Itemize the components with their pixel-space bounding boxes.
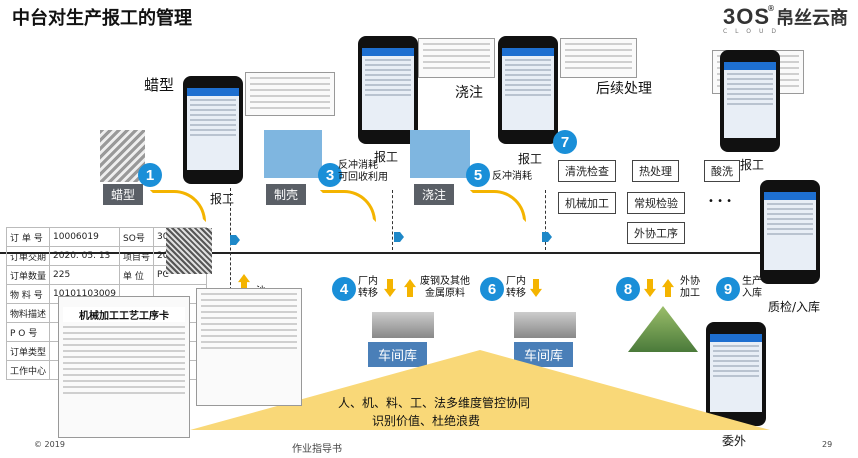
doc-label: 作业指导书 [292,444,342,455]
outsource-label: 委外 [722,434,747,448]
center-text-line2: 识别价值、杜绝浪费 [372,414,481,428]
step-note: 反冲消耗 可回收利用 [338,160,388,183]
wax-pattern-image [100,130,145,182]
logo-cn: 帛丝云商 [776,8,848,29]
process-box: 清洗检查 [558,160,616,182]
casting-image [410,130,470,178]
process-box: 酸洗 [704,160,740,182]
warehouse-image [372,312,434,338]
report-form [418,38,495,78]
step-title: 蜡型 [144,76,175,94]
up-arrow-icon [662,279,674,297]
step-number: 7 [553,130,577,154]
report-label: 报工 [740,158,765,172]
ellipsis: • • • [708,196,733,207]
page-title: 中台对生产报工的管理 [12,8,192,29]
step-number: 6 [480,277,504,301]
step-number: 1 [138,163,162,187]
step-number: 4 [332,277,356,301]
card-title: 机械加工工艺工序卡 [63,307,185,322]
flow-curve [320,190,376,222]
flow-curve [150,190,206,222]
report-form [245,72,335,116]
report-label: 报工 [374,150,399,164]
step-number: 5 [466,163,490,187]
down-arrow-icon [644,279,656,297]
phone-mockup [183,76,243,184]
down-arrow-icon [384,279,396,297]
transfer-label: 厂内 转移 [358,276,378,299]
transfer-label: 外协 加工 [680,276,700,299]
transfer-label: 厂内 转移 [506,276,526,299]
phone-mockup [498,36,558,144]
logo-reg: ® [766,4,775,13]
step-number: 3 [318,163,342,187]
center-text-line1: 人、机、料、工、法多维度管控协同 [338,396,531,410]
copyright: © 2019 [34,440,65,449]
warehouse-image [514,312,576,338]
step-number: 8 [616,277,640,301]
phone-mockup [706,322,766,426]
process-box: 外协工序 [627,222,685,244]
shell-image [264,130,322,178]
page-number: 29 [822,440,833,449]
step-label: 制壳 [266,184,307,205]
logo-mark: 3OS [722,4,770,29]
process-card-back [196,288,302,406]
timeline-marker [394,232,404,242]
dash-line [392,190,393,250]
process-box: 机械加工 [558,192,616,214]
step-label: 浇注 [414,184,455,205]
timeline-marker [542,232,552,242]
qr-code-icon [166,228,212,274]
factory-image [628,306,698,352]
phone-mockup [358,36,418,144]
warehouse-label: 车间库 [368,342,428,367]
report-label: 报工 [210,192,235,206]
transfer-side: 废钢及其他 金属原料 [420,276,470,299]
inspect-label: 质检/入库 [768,300,821,314]
step-title: 后续处理 [596,81,652,97]
transfer-label: 生产 入库 [742,276,762,299]
down-arrow-icon [530,279,542,297]
report-form [560,38,637,78]
process-card: 机械加工工艺工序卡 [58,296,190,438]
flow-curve [470,190,526,222]
phone-mockup [760,180,820,284]
step-label: 蜡型 [103,184,144,205]
process-box: 热处理 [632,160,679,182]
report-label: 报工 [518,152,543,166]
logo-sub: CLOUD [722,28,785,35]
timeline-marker [230,235,240,245]
dash-line [545,190,546,250]
brand-logo: 3OS ® 帛丝云商 CLOUD [722,4,848,35]
phone-mockup [720,50,780,152]
step-number: 9 [716,277,740,301]
step-note: 反冲消耗 [492,171,532,182]
process-box: 常规检验 [627,192,685,214]
timeline-axis [0,252,775,254]
step-title: 浇注 [455,85,483,101]
up-arrow-icon [404,279,416,297]
up-arrow-icon [238,274,250,292]
